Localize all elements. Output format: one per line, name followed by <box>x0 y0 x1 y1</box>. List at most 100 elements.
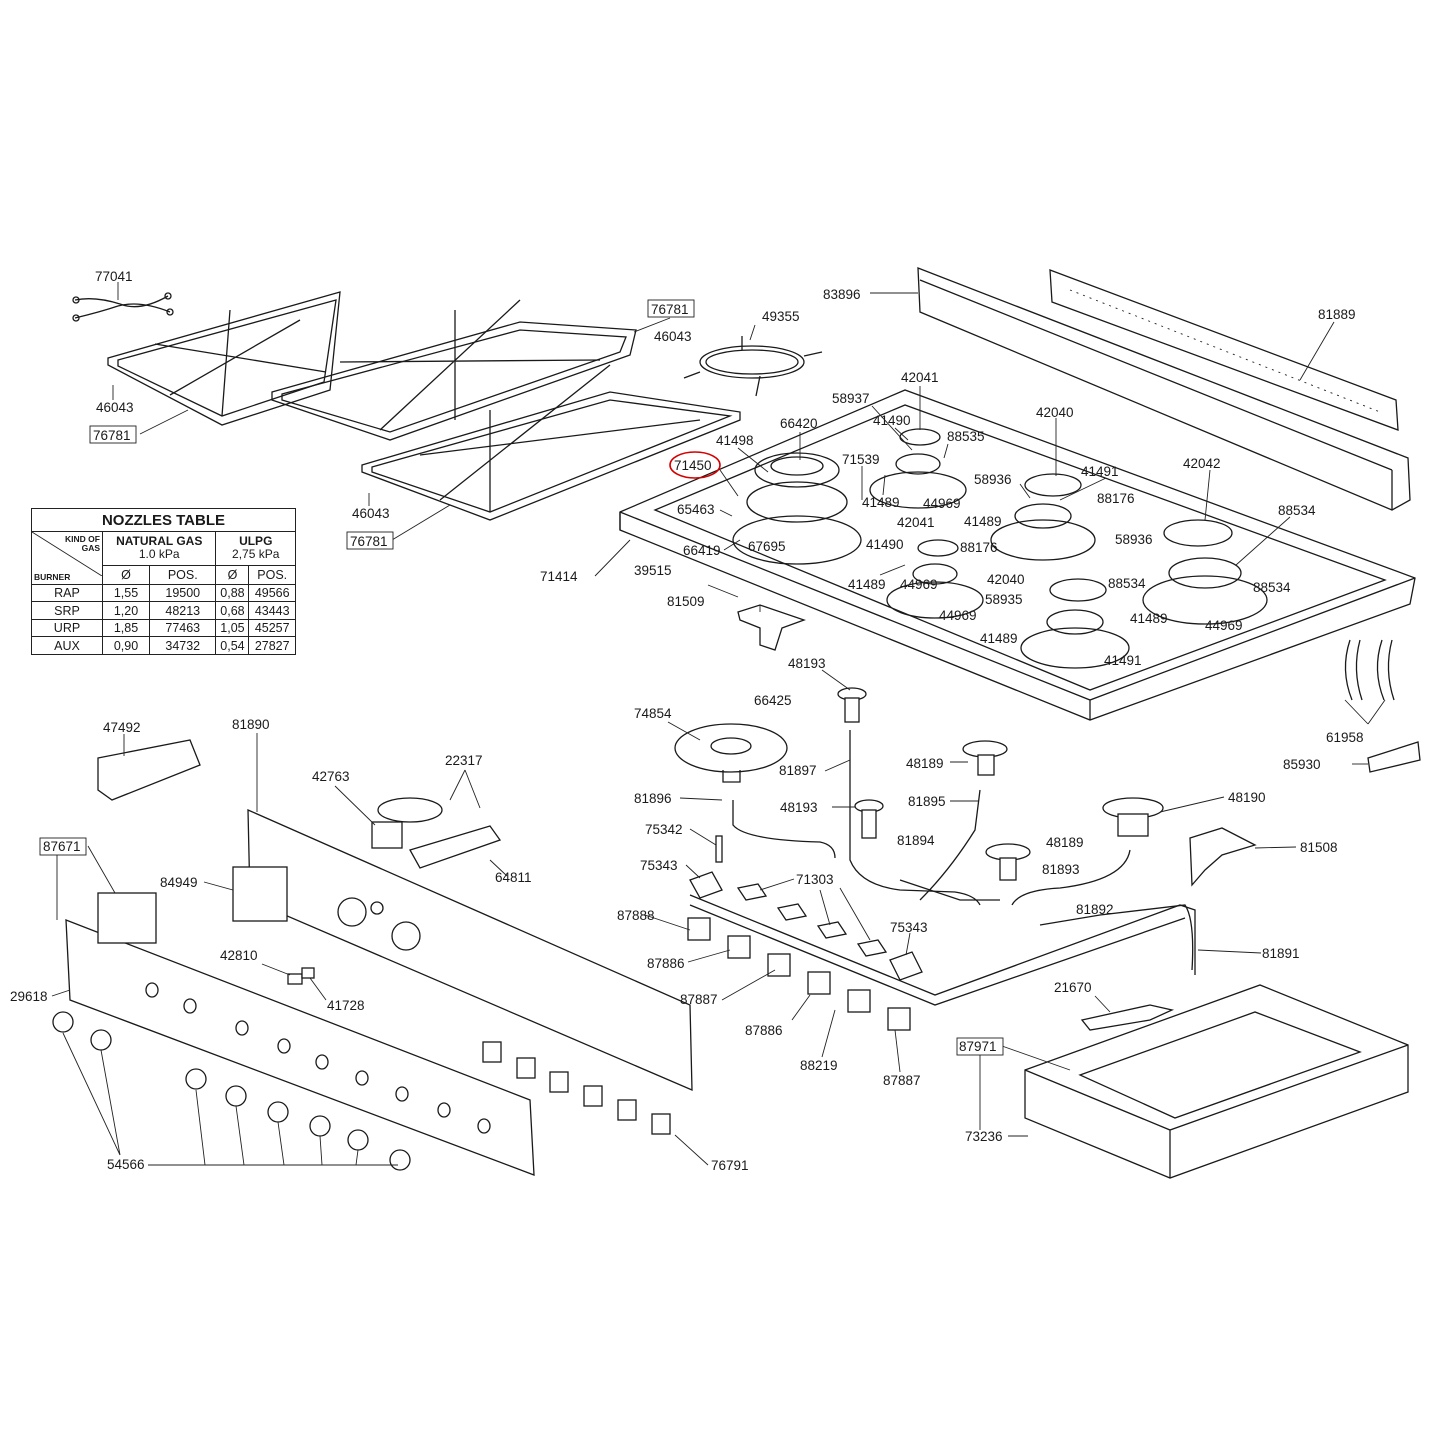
table-row: RAP 1,55 19500 0,88 49566 <box>31 583 296 603</box>
part-label: 81891 <box>1262 946 1300 961</box>
part-label: 49355 <box>762 309 800 324</box>
part-label: 42041 <box>901 370 939 385</box>
part-label: 81890 <box>232 717 270 732</box>
part-label: 48190 <box>1228 790 1266 805</box>
part-label: 81889 <box>1318 307 1356 322</box>
gas-pipes <box>732 730 1194 971</box>
part-label: 41489 <box>964 514 1002 529</box>
burner-cell: AUX <box>31 636 103 655</box>
part-label: 75342 <box>645 822 683 837</box>
burner-large <box>1142 519 1268 625</box>
lamp-holder-42810 <box>287 973 303 985</box>
part-label: 81896 <box>634 791 672 806</box>
part-label: 81509 <box>667 594 705 609</box>
part-label: 67695 <box>748 539 786 554</box>
lp-pos-cell: 43443 <box>248 601 296 620</box>
part-label: 88534 <box>1108 576 1146 591</box>
part-label: 71414 <box>540 569 578 584</box>
part-label: 41728 <box>327 998 365 1013</box>
bracket-81508 <box>1189 827 1257 887</box>
part-label: 76781 <box>93 428 131 443</box>
switch-block-47492 <box>97 739 201 801</box>
part-label: 48193 <box>788 656 826 671</box>
part-label: 44969 <box>1205 618 1243 633</box>
ulpg-pressure: 2,75 kPa <box>232 547 280 562</box>
back-vent-part <box>1049 269 1399 431</box>
part-label: 58935 <box>985 592 1023 607</box>
part-label: 42040 <box>1036 405 1074 420</box>
burner-wok <box>732 452 862 565</box>
burner-header-label: BURNER <box>34 571 71 582</box>
part-label: 22317 <box>445 753 483 768</box>
tool-21670 <box>1080 1004 1175 1031</box>
natural-gas-label: NATURAL GAS <box>116 534 203 549</box>
part-label: 87886 <box>745 1023 783 1038</box>
clock-timer-84949 <box>232 866 288 922</box>
part-labels: 77041 76781 46043 46043 76781 46043 7678… <box>10 269 1364 1173</box>
lp-pos-cell: 27827 <box>248 636 296 655</box>
lp-dia-cell: 0,68 <box>215 601 250 620</box>
ng-pos-cell: 48213 <box>149 601 217 620</box>
ng-pos-cell: 34732 <box>149 636 217 655</box>
part-label: 41489 <box>862 495 900 510</box>
part-label: 54566 <box>107 1157 145 1172</box>
pan-support-grate-middle <box>271 299 637 441</box>
part-label: 66420 <box>780 416 818 431</box>
part-label: 81893 <box>1042 862 1080 877</box>
part-label: 81895 <box>908 794 946 809</box>
part-label: 87886 <box>647 956 685 971</box>
part-label: 87671 <box>43 839 81 854</box>
part-label: 47492 <box>103 720 141 735</box>
part-label: 88176 <box>1097 491 1135 506</box>
control-knobs <box>52 1011 411 1171</box>
gas-rail-part <box>689 894 1196 1006</box>
part-label: 42041 <box>897 515 935 530</box>
part-label: 88219 <box>800 1058 838 1073</box>
part-label: 88534 <box>1278 503 1316 518</box>
part-label: 66425 <box>754 693 792 708</box>
microswitch-row <box>482 1041 671 1135</box>
col-diameter-lp: Ø <box>215 564 250 585</box>
part-label: 41490 <box>873 413 911 428</box>
part-label: 42763 <box>312 769 350 784</box>
parts-drawing <box>52 267 1421 1179</box>
table-row: SRP 1,20 48213 0,68 43443 <box>31 601 296 620</box>
part-label: 87887 <box>680 992 718 1007</box>
part-label: 46043 <box>96 400 134 415</box>
lp-dia-cell: 0,54 <box>215 636 250 655</box>
kind-of-gas-label: KIND OF GAS <box>65 534 100 553</box>
bracket-part <box>737 604 806 651</box>
pan-support-grate-right <box>361 364 741 521</box>
tap-valves <box>687 917 911 1031</box>
lamp-41728 <box>301 967 315 979</box>
part-label: 88176 <box>960 540 998 555</box>
ng-dia-cell: 0,90 <box>101 636 151 655</box>
part-label: 21670 <box>1054 980 1092 995</box>
part-label: 41489 <box>980 631 1018 646</box>
table-row: URP 1,85 77463 1,05 45257 <box>31 618 296 638</box>
gas-valve-48190 <box>1102 797 1164 837</box>
part-label: 81892 <box>1076 902 1114 917</box>
part-label: 46043 <box>654 329 692 344</box>
gas-valve-48189-top <box>962 740 1008 776</box>
part-label: 77041 <box>95 269 133 284</box>
nozzles-table: NOZZLES TABLE KIND OF GAS BURNER NATURAL… <box>31 508 296 655</box>
part-label: 44969 <box>939 608 977 623</box>
part-label: 76781 <box>350 534 388 549</box>
trivet-chain-part <box>1344 639 1395 701</box>
burner-cell: RAP <box>31 583 103 603</box>
part-label: 71303 <box>796 872 834 887</box>
ng-pos-cell: 77463 <box>149 618 217 638</box>
part-label: 46043 <box>352 506 390 521</box>
part-label: 76791 <box>711 1158 749 1173</box>
natural-gas-pressure: 1.0 kPa <box>138 547 180 562</box>
part-label: 81894 <box>897 833 935 848</box>
burner-cell: SRP <box>31 601 103 620</box>
part-label: 44969 <box>900 577 938 592</box>
lp-pos-cell: 45257 <box>248 618 296 638</box>
hob-top-part <box>619 389 1416 721</box>
part-label: 74854 <box>634 706 672 721</box>
part-label: 41491 <box>1081 464 1119 479</box>
part-label: 66419 <box>683 543 721 558</box>
